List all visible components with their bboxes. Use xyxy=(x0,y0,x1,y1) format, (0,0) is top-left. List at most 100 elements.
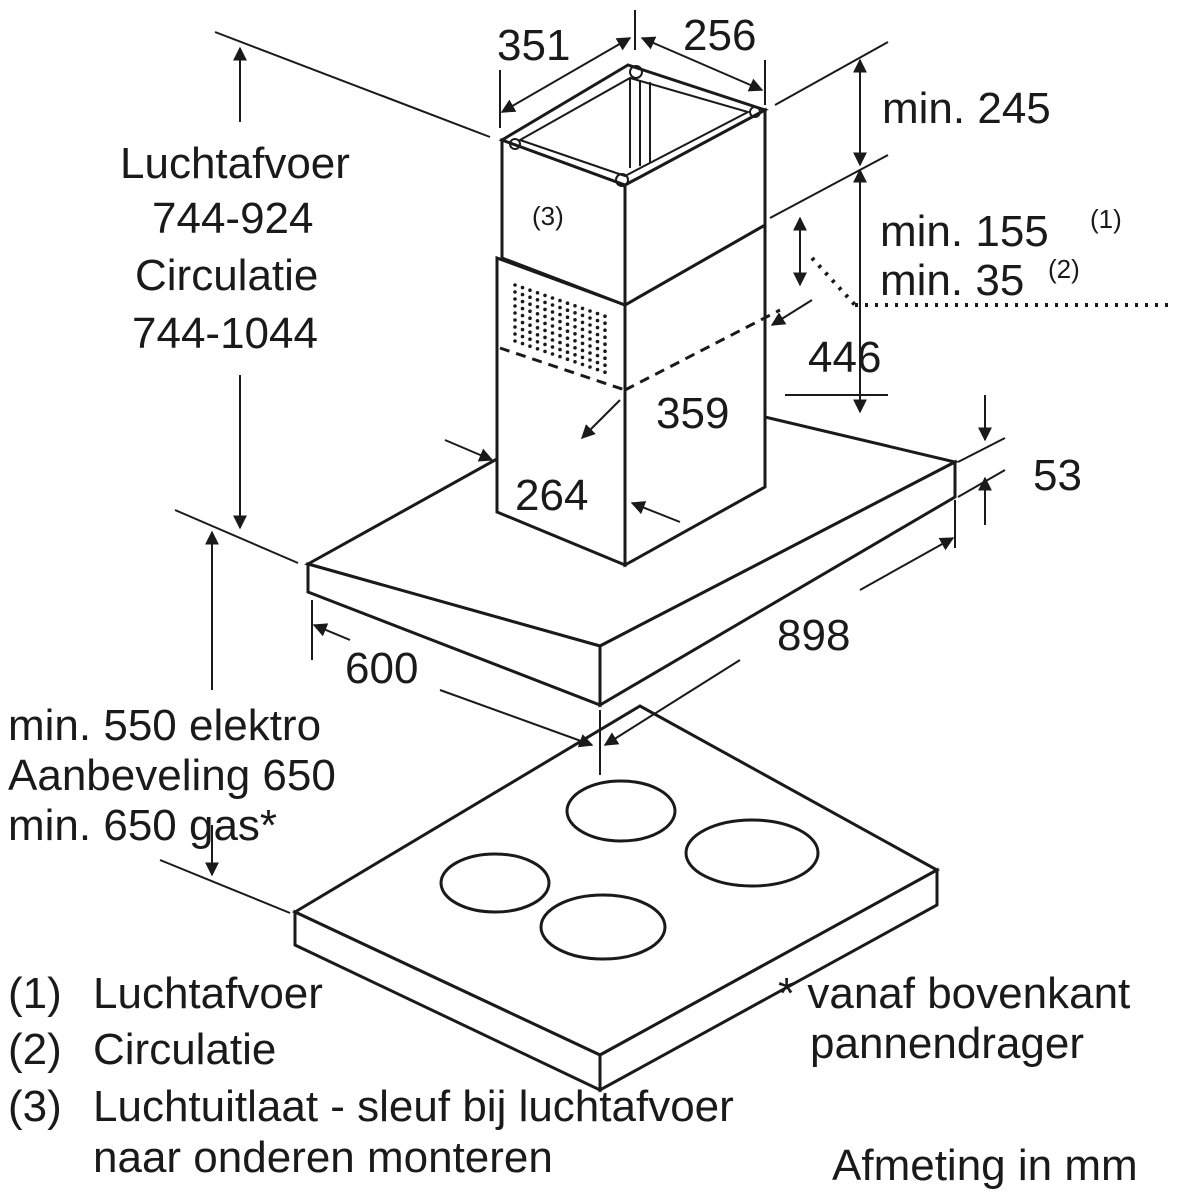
dim-359: 359 xyxy=(656,389,729,438)
grille-hole xyxy=(588,316,592,320)
grille-hole xyxy=(520,341,525,346)
grille-hole xyxy=(535,312,540,316)
dim-351: 351 xyxy=(497,21,570,70)
grille-hole xyxy=(588,351,592,355)
units-note: Afmeting in mm xyxy=(832,1141,1138,1190)
grille-hole xyxy=(558,298,562,303)
grille-hole xyxy=(535,333,540,337)
grille-hole xyxy=(580,313,585,318)
grille-hole xyxy=(528,323,532,328)
grille-hole xyxy=(595,353,600,358)
grille-hole xyxy=(580,341,585,346)
grille-hole xyxy=(565,301,570,306)
grille-hole xyxy=(595,367,600,372)
grille-hole xyxy=(565,322,570,327)
grille-hole xyxy=(565,336,570,341)
grille-hole xyxy=(550,345,555,349)
grille-hole xyxy=(513,311,517,315)
grille-hole xyxy=(550,338,555,342)
grille-hole xyxy=(580,362,585,367)
grille-hole xyxy=(543,300,547,305)
grille-hole xyxy=(520,313,525,318)
grille-hole xyxy=(513,325,517,329)
grille-hole xyxy=(513,304,517,308)
grille-hole xyxy=(528,337,532,342)
grille-hole xyxy=(588,330,592,334)
clearance-line2: Aanbeveling 650 xyxy=(8,751,336,800)
grille-hole xyxy=(550,310,555,314)
grille-hole xyxy=(558,347,562,352)
grille-hole xyxy=(573,353,577,357)
grille-hole xyxy=(573,360,577,364)
note-2: (2) xyxy=(1048,254,1080,284)
grille-hole xyxy=(535,298,540,302)
grille-hole xyxy=(603,356,607,361)
grille-hole xyxy=(513,297,517,301)
grille-hole xyxy=(550,296,555,300)
grille-hole xyxy=(513,339,517,343)
grille-hole xyxy=(520,285,525,290)
grille-hole xyxy=(588,358,592,362)
dim-898: 898 xyxy=(777,611,850,660)
grille-hole xyxy=(603,370,607,375)
grille-hole xyxy=(595,311,600,316)
grille-hole xyxy=(535,340,540,344)
grille-hole xyxy=(558,312,562,317)
grille-hole xyxy=(588,309,592,313)
dim-256: 256 xyxy=(683,11,756,60)
grille-hole xyxy=(513,283,517,287)
note-1: (1) xyxy=(1090,204,1122,234)
grille-hole xyxy=(603,321,607,326)
grille-hole xyxy=(528,309,532,314)
height-label-line4: 744-1044 xyxy=(132,309,318,358)
legend-3-text-cont: naar onderen monteren xyxy=(93,1133,553,1182)
dim-600: 600 xyxy=(345,644,418,693)
grille-hole xyxy=(520,299,525,304)
dim-min-35: min. 35 xyxy=(880,256,1024,305)
grille-hole xyxy=(580,327,585,332)
dim-446: 446 xyxy=(808,333,881,382)
grille-hole xyxy=(580,320,585,325)
grille-hole xyxy=(550,317,555,321)
grille-hole xyxy=(520,292,525,297)
dim-264: 264 xyxy=(515,471,588,520)
grille-hole xyxy=(558,354,562,359)
legend-1-text: Luchtafvoer xyxy=(93,969,323,1018)
grille-hole xyxy=(573,318,577,322)
clearance-line3: min. 650 gas* xyxy=(8,801,277,850)
legend-2-text: Circulatie xyxy=(93,1025,276,1074)
dim-min-245: min. 245 xyxy=(882,84,1051,133)
grille-hole xyxy=(558,319,562,324)
grille-hole xyxy=(573,339,577,343)
air-outlet-grille xyxy=(513,283,607,375)
grille-hole xyxy=(543,293,547,298)
grille-hole xyxy=(535,305,540,309)
grille-hole xyxy=(535,291,540,295)
grille-hole xyxy=(573,304,577,308)
grille-hole xyxy=(558,305,562,310)
grille-hole xyxy=(588,323,592,327)
grille-hole xyxy=(520,320,525,325)
grille-hole xyxy=(580,348,585,353)
grille-hole xyxy=(543,321,547,326)
legend-1-num: (1) xyxy=(8,969,62,1018)
grille-hole xyxy=(580,334,585,339)
grille-hole xyxy=(513,318,517,322)
chimney xyxy=(495,63,769,568)
grille-hole xyxy=(543,342,547,347)
footnote-line1: * vanaf bovenkant xyxy=(778,969,1130,1018)
legend-2-num: (2) xyxy=(8,1025,62,1074)
grille-hole xyxy=(528,316,532,321)
grille-hole xyxy=(603,349,607,354)
grille-hole xyxy=(565,350,570,355)
grille-hole xyxy=(603,328,607,333)
dim-min-155: min. 155 xyxy=(880,207,1049,256)
grille-hole xyxy=(580,306,585,311)
grille-hole xyxy=(535,347,540,351)
grille-hole xyxy=(565,308,570,313)
dimension-lines xyxy=(159,10,1172,914)
grille-hole xyxy=(528,344,532,349)
grille-hole xyxy=(603,314,607,319)
grille-hole xyxy=(603,335,607,340)
